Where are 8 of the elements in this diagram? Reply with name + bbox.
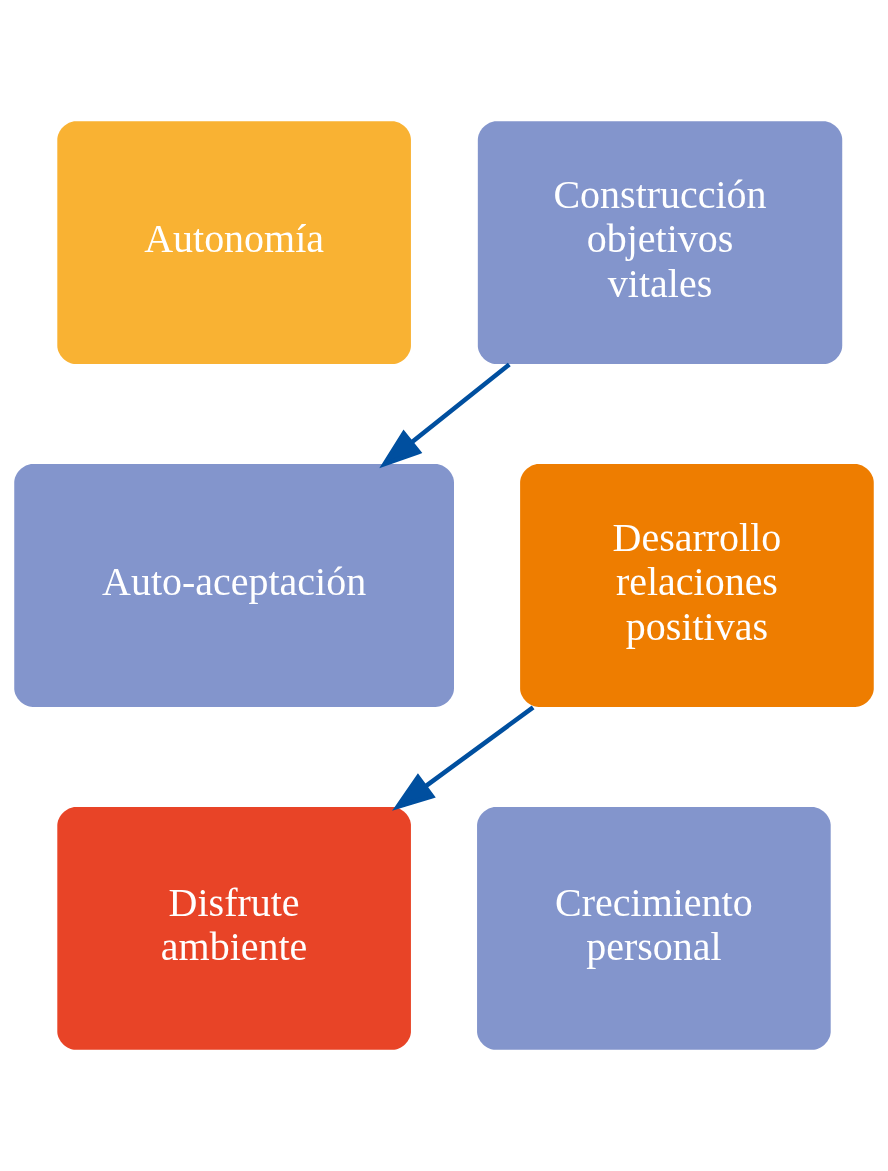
arrow xyxy=(392,705,535,811)
node-box: Construcción objetivos vitales xyxy=(477,121,843,365)
arrow xyxy=(379,362,511,469)
node-box: Autonomía xyxy=(57,121,411,365)
node-box: Desarrollo relaciones positivas xyxy=(520,464,874,707)
node-box: Crecimiento personal xyxy=(477,806,831,1050)
node-box: Auto-aceptación xyxy=(14,464,454,707)
node-box: Disfrute ambiente xyxy=(57,806,411,1050)
